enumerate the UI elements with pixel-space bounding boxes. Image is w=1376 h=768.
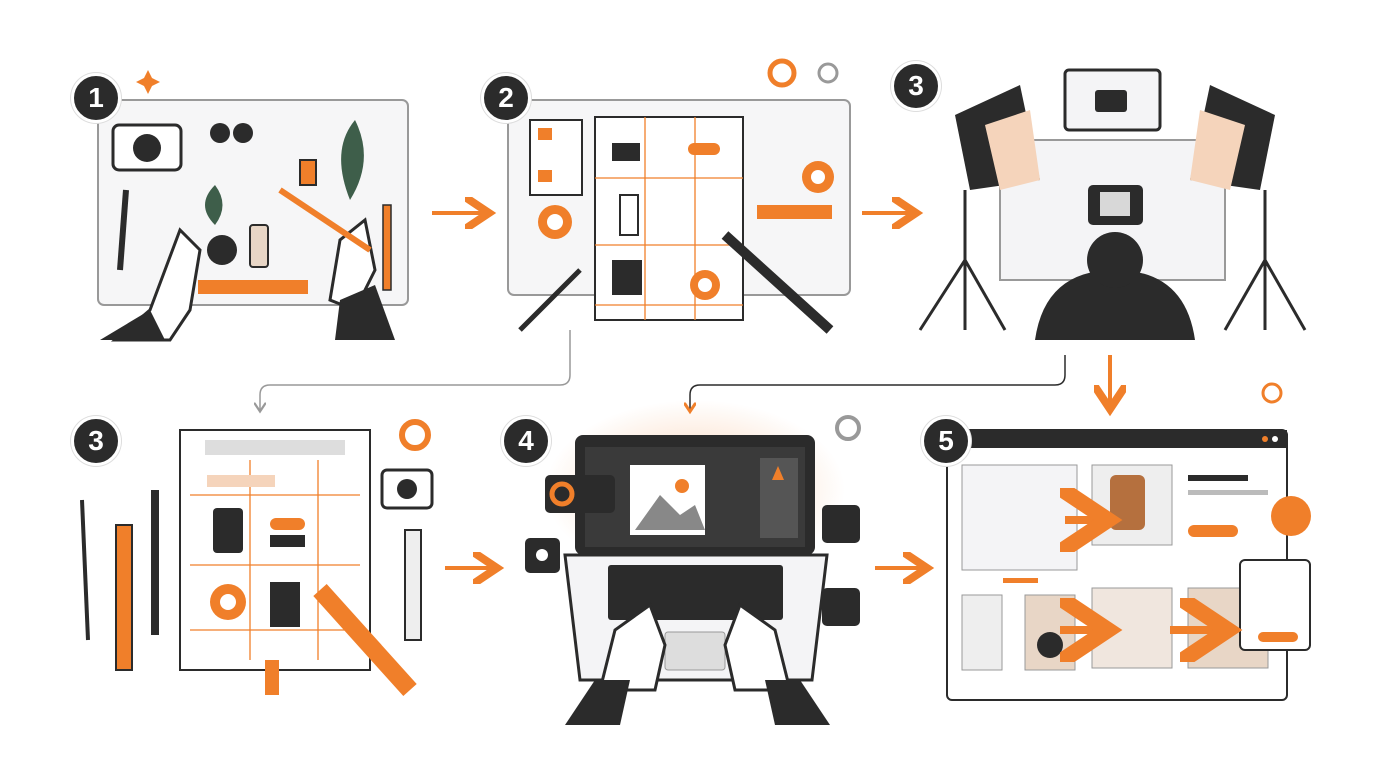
lightbulb-icon bbox=[1261, 382, 1283, 404]
step-1-flat-lay bbox=[97, 70, 409, 342]
step-3-grid-alignment bbox=[80, 419, 434, 697]
flow-arrows bbox=[260, 213, 1110, 568]
step-4-laptop-editing bbox=[525, 400, 861, 725]
step-number-badge: 3 bbox=[71, 416, 121, 466]
step-number-badge: 1 bbox=[71, 73, 121, 123]
gear-icon bbox=[817, 62, 839, 84]
step-5-web-publishing bbox=[946, 382, 1311, 701]
step-number-badge: 3 bbox=[891, 61, 941, 111]
gear-icon bbox=[767, 58, 797, 88]
step-3-photo-shoot bbox=[918, 68, 1307, 340]
gear-icon bbox=[835, 415, 861, 441]
step-number-badge: 5 bbox=[921, 416, 971, 466]
step-number-badge: 4 bbox=[501, 416, 551, 466]
gear-icon bbox=[399, 419, 431, 451]
step-2-layout-planning bbox=[507, 58, 851, 334]
step-number-badge: 2 bbox=[481, 73, 531, 123]
